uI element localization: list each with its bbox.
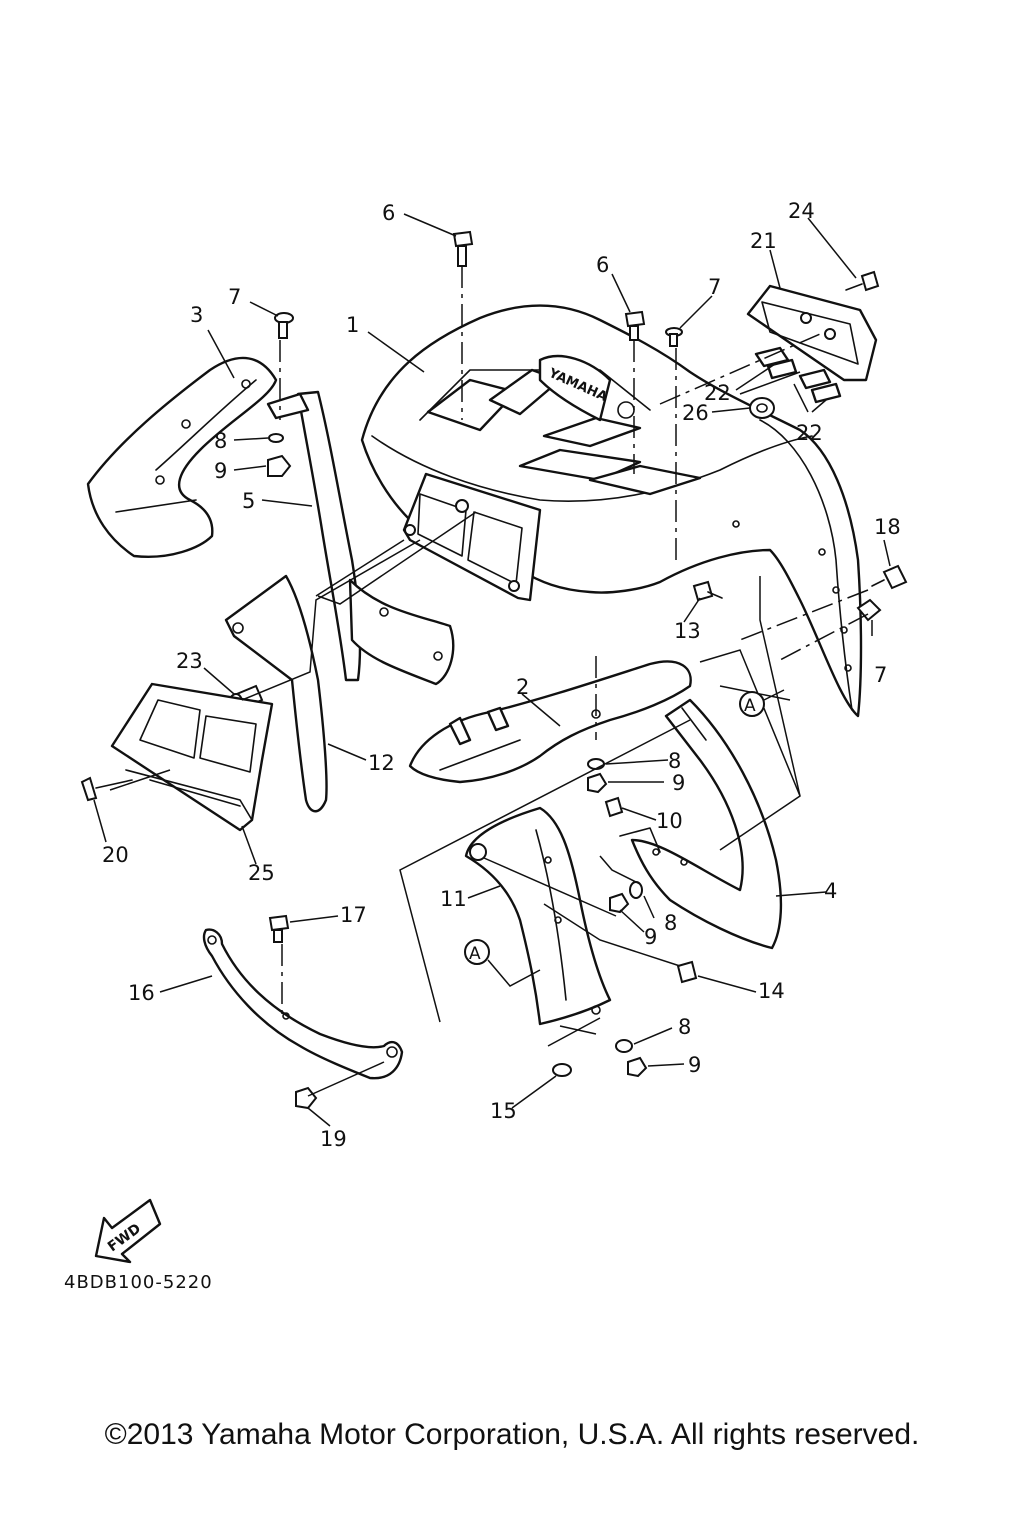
part-3-left-flap xyxy=(86,356,278,558)
hardware xyxy=(267,230,908,1110)
part-16-bracket xyxy=(202,928,404,1080)
reference-circle-lower xyxy=(464,939,490,965)
callout-16: 16 xyxy=(128,981,155,1005)
reference-a-lower: A xyxy=(469,944,481,964)
callout-2: 2 xyxy=(516,675,529,699)
part-1-headlight-housing xyxy=(402,472,542,602)
callout-7-right: 7 xyxy=(874,663,887,687)
part-22-clips xyxy=(754,346,842,404)
callout-18: 18 xyxy=(874,515,901,539)
callout-15: 15 xyxy=(490,1099,517,1123)
part-12-stay xyxy=(224,574,328,813)
callout-19: 19 xyxy=(320,1127,347,1151)
callout-17: 17 xyxy=(340,903,367,927)
callout-14: 14 xyxy=(758,979,785,1003)
callout-25: 25 xyxy=(248,861,275,885)
callout-leaders xyxy=(93,213,891,1127)
part-11-lower-brace xyxy=(464,806,612,1026)
part-20-screw xyxy=(80,776,133,802)
callout-9-mid: 9 xyxy=(672,771,685,795)
part-5-left-stay xyxy=(266,390,455,686)
diagram-code: 4BDB100-5220 xyxy=(64,1272,213,1293)
callout-12: 12 xyxy=(368,751,395,775)
callout-13: 13 xyxy=(674,619,701,643)
reference-a-upper: A xyxy=(744,696,756,716)
callout-3: 3 xyxy=(190,303,203,327)
part-21-lamp-cover xyxy=(746,284,878,382)
copyright-notice: ©2013 Yamaha Motor Corporation, U.S.A. A… xyxy=(104,1418,920,1451)
callout-22-left: 22 xyxy=(704,381,731,405)
callout-10: 10 xyxy=(656,809,683,833)
part-25-headlight-bezel xyxy=(110,682,274,832)
callout-9-lower: 9 xyxy=(688,1053,701,1077)
callout-5: 5 xyxy=(242,489,255,513)
callout-labels: 1 2 3 4 5 6 6 7 7 7 8 8 8 8 9 9 9 9 10 1… xyxy=(102,199,901,1151)
callout-9-right: 9 xyxy=(644,925,657,949)
part-26-grommet xyxy=(749,397,775,419)
part-4-right-fender xyxy=(619,698,783,950)
part-2-center-flap xyxy=(408,660,692,784)
callout-20: 20 xyxy=(102,843,129,867)
reference-marks: A A xyxy=(464,689,785,987)
part-1-front-fender: YAMAHA xyxy=(360,304,863,718)
callout-1: 1 xyxy=(346,313,359,337)
callout-6-left: 6 xyxy=(382,201,395,225)
callout-8-upper: 8 xyxy=(214,429,227,453)
callout-7-left: 7 xyxy=(228,285,241,309)
callout-8-mid: 8 xyxy=(668,749,681,773)
callout-11: 11 xyxy=(440,887,467,911)
fwd-arrow: FWD xyxy=(94,1198,162,1264)
alignment-lines xyxy=(109,266,869,1097)
callout-21: 21 xyxy=(750,229,777,253)
reference-circle-upper xyxy=(739,691,765,717)
callout-8-right: 8 xyxy=(664,911,677,935)
callout-8-lower: 8 xyxy=(678,1015,691,1039)
callout-9-upper: 9 xyxy=(214,459,227,483)
callout-4: 4 xyxy=(824,879,837,903)
callout-26: 26 xyxy=(682,401,709,425)
callout-24: 24 xyxy=(788,199,815,223)
callout-23: 23 xyxy=(176,649,203,673)
callout-6-right: 6 xyxy=(596,253,609,277)
callout-22-right: 22 xyxy=(796,421,823,445)
callout-7-center: 7 xyxy=(708,275,721,299)
